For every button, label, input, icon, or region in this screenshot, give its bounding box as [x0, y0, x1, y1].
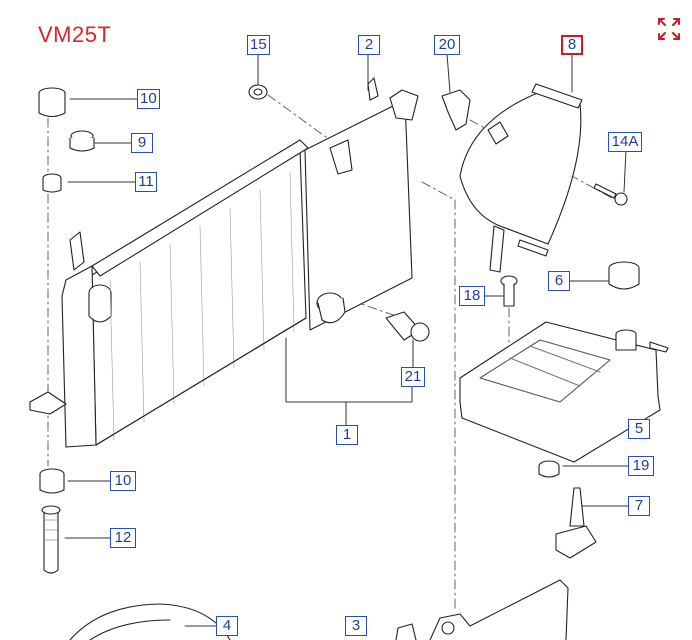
callout-19[interactable]: 19 — [628, 456, 654, 476]
callout-11[interactable]: 11 — [135, 172, 157, 192]
part-3-fan-cowl — [395, 579, 569, 640]
part-12-pin — [41, 505, 61, 574]
part-6-cap — [608, 261, 640, 290]
part-19-ring — [538, 460, 560, 478]
callout-18[interactable]: 18 — [459, 286, 485, 306]
part-11-bush — [42, 173, 62, 193]
expand-icon[interactable] — [654, 14, 684, 44]
callout-2[interactable]: 2 — [358, 35, 380, 55]
callout-12[interactable]: 12 — [110, 528, 136, 548]
callout-5[interactable]: 5 — [628, 419, 650, 439]
callout-4[interactable]: 4 — [216, 616, 238, 636]
part-21-drain-plug — [385, 311, 430, 342]
part-20-clip — [441, 89, 471, 131]
callout-9[interactable]: 9 — [131, 133, 153, 153]
callout-20[interactable]: 20 — [434, 35, 460, 55]
callout-10-bottom[interactable]: 10 — [110, 471, 136, 491]
expand-arrows-icon — [658, 18, 680, 40]
part-8-shroud — [459, 83, 583, 273]
radiator — [29, 77, 419, 448]
callout-3[interactable]: 3 — [345, 616, 367, 636]
callout-1[interactable]: 1 — [336, 425, 358, 445]
diagram-title: VM25T — [38, 22, 112, 47]
part-14a-screw — [593, 183, 628, 206]
part-9-mount — [69, 130, 95, 152]
callout-6[interactable]: 6 — [548, 271, 570, 291]
callout-15[interactable]: 15 — [247, 35, 270, 55]
part-4-fan — [69, 603, 231, 640]
part-10-top-bush — [38, 87, 66, 118]
part-10-bottom-bush — [39, 468, 65, 494]
callout-7[interactable]: 7 — [628, 496, 650, 516]
callout-21[interactable]: 21 — [401, 367, 425, 387]
part-15-grommet — [248, 84, 268, 100]
part-18-bolt — [500, 275, 518, 307]
part-5-expansion-tank — [459, 321, 669, 463]
callout-14a[interactable]: 14A — [608, 132, 642, 152]
callout-10-top[interactable]: 10 — [137, 89, 160, 109]
callout-8-selected[interactable]: 8 — [561, 35, 583, 55]
part-7-sensor — [555, 487, 597, 559]
